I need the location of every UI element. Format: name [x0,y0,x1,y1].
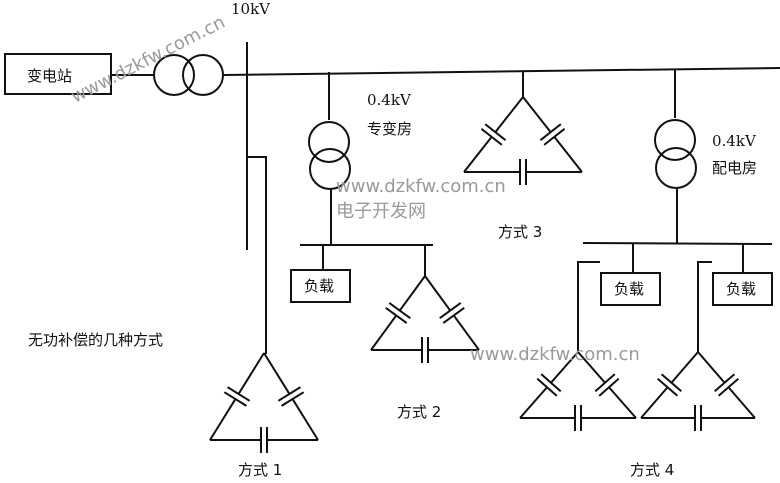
method2-label: 方式 2 [397,403,441,421]
watermark-url: www.dzkfw.com.cn [68,12,229,108]
distribution-transformer-icon [654,119,697,189]
watermark-site: 电子开发网 [336,201,426,222]
bus-distribution [582,242,773,245]
voltage-10kv-label: 10kV [231,0,271,18]
bus-10kv [222,67,780,76]
method3-label: 方式 3 [498,223,542,241]
load-label: 负载 [726,280,756,298]
method4-branch [577,261,600,352]
method1-label: 方式 1 [238,461,282,479]
method4-branch [697,261,712,352]
distribution-voltage: 0.4kV [712,132,757,150]
load-box [290,269,351,303]
capacitor-bank-method4a-icon [519,351,637,431]
load-label: 负载 [614,280,644,298]
substation-label: 变电站 [27,67,72,85]
load-box [712,272,773,306]
capacitor-bank-method4b-icon [640,351,756,431]
diagram-title: 无功补偿的几种方式 [28,331,163,349]
method4-label: 方式 4 [630,461,674,479]
distribution-room-label: 配电房 [712,159,757,177]
method1-branch [247,156,267,354]
capacitor-bank-method3-icon [463,96,583,185]
watermark-url: www.dzkfw.com.cn [336,176,506,197]
load-label: 负载 [304,277,334,295]
capacitor-bank-method2-icon [370,275,480,363]
dedicated-room-label: 专变房 [367,120,412,138]
load-box [600,272,661,306]
capacitor-bank-method1-icon [209,352,319,453]
dedicated-voltage: 0.4kV [367,91,412,109]
watermark-url: www.dzkfw.com.cn [470,344,640,365]
